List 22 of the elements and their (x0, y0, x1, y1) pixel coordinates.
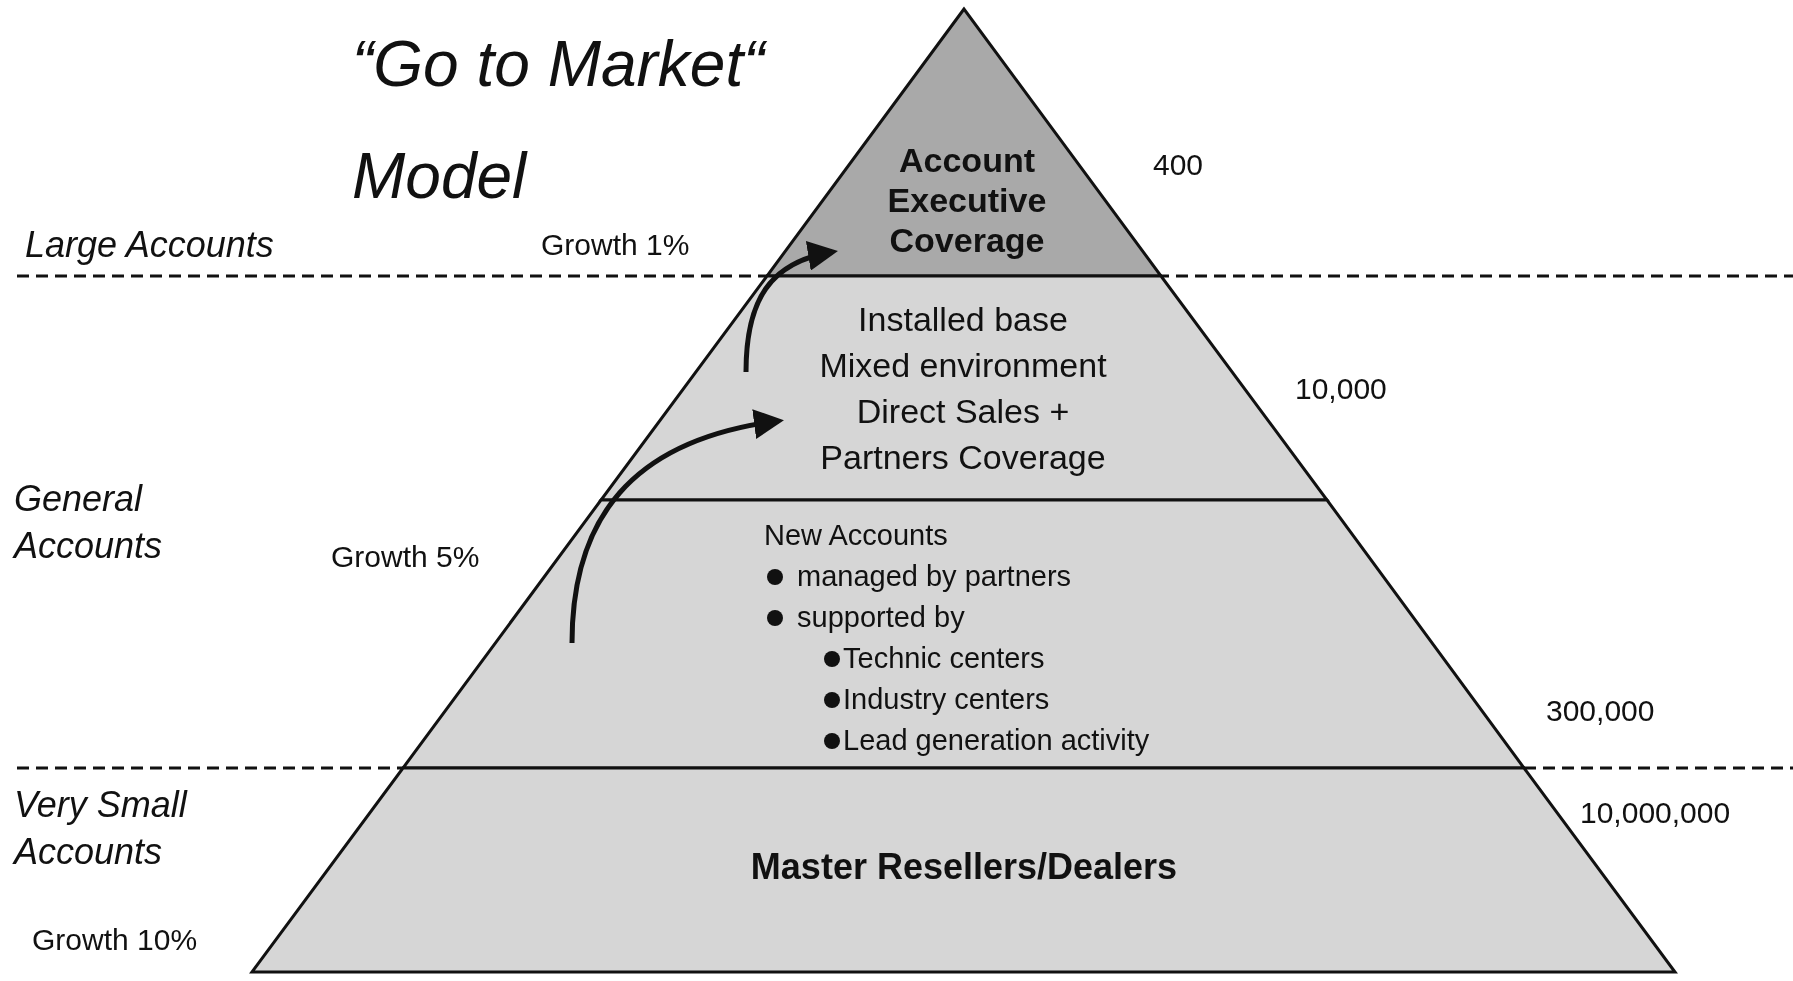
band-text: New Accounts (764, 518, 948, 553)
segment-label: Very Small Accounts (14, 783, 189, 874)
count-label: 10,000,000 (1580, 796, 1731, 830)
count-label: 400 (1153, 148, 1204, 182)
bullet-text: managed by partners (797, 559, 1072, 594)
bullet-text: supported by (797, 600, 965, 635)
band-text: Account Executive Coverage (886, 140, 1048, 260)
band-text: Direct Sales + Partners Coverage (819, 391, 1107, 478)
segment-label: Large Accounts (25, 223, 274, 267)
count-label: 10,000 (1295, 372, 1387, 406)
growth-label: Growth 5% (331, 539, 480, 575)
band-text: Master Resellers/Dealers (749, 845, 1179, 889)
growth-label: Growth 10% (32, 922, 198, 958)
band-text: Installed base (857, 299, 1069, 340)
bullet-text: Industry centers (843, 682, 1050, 717)
bullet-text: Technic centers (843, 641, 1045, 676)
count-label: 300,000 (1546, 694, 1655, 728)
segment-label: General Accounts (14, 477, 164, 568)
bullet-text: Lead generation activity (843, 723, 1150, 758)
band-text: Mixed environment (818, 345, 1108, 386)
growth-label: Growth 1% (541, 227, 690, 263)
title: “Go to Market“ Model (352, 27, 768, 214)
